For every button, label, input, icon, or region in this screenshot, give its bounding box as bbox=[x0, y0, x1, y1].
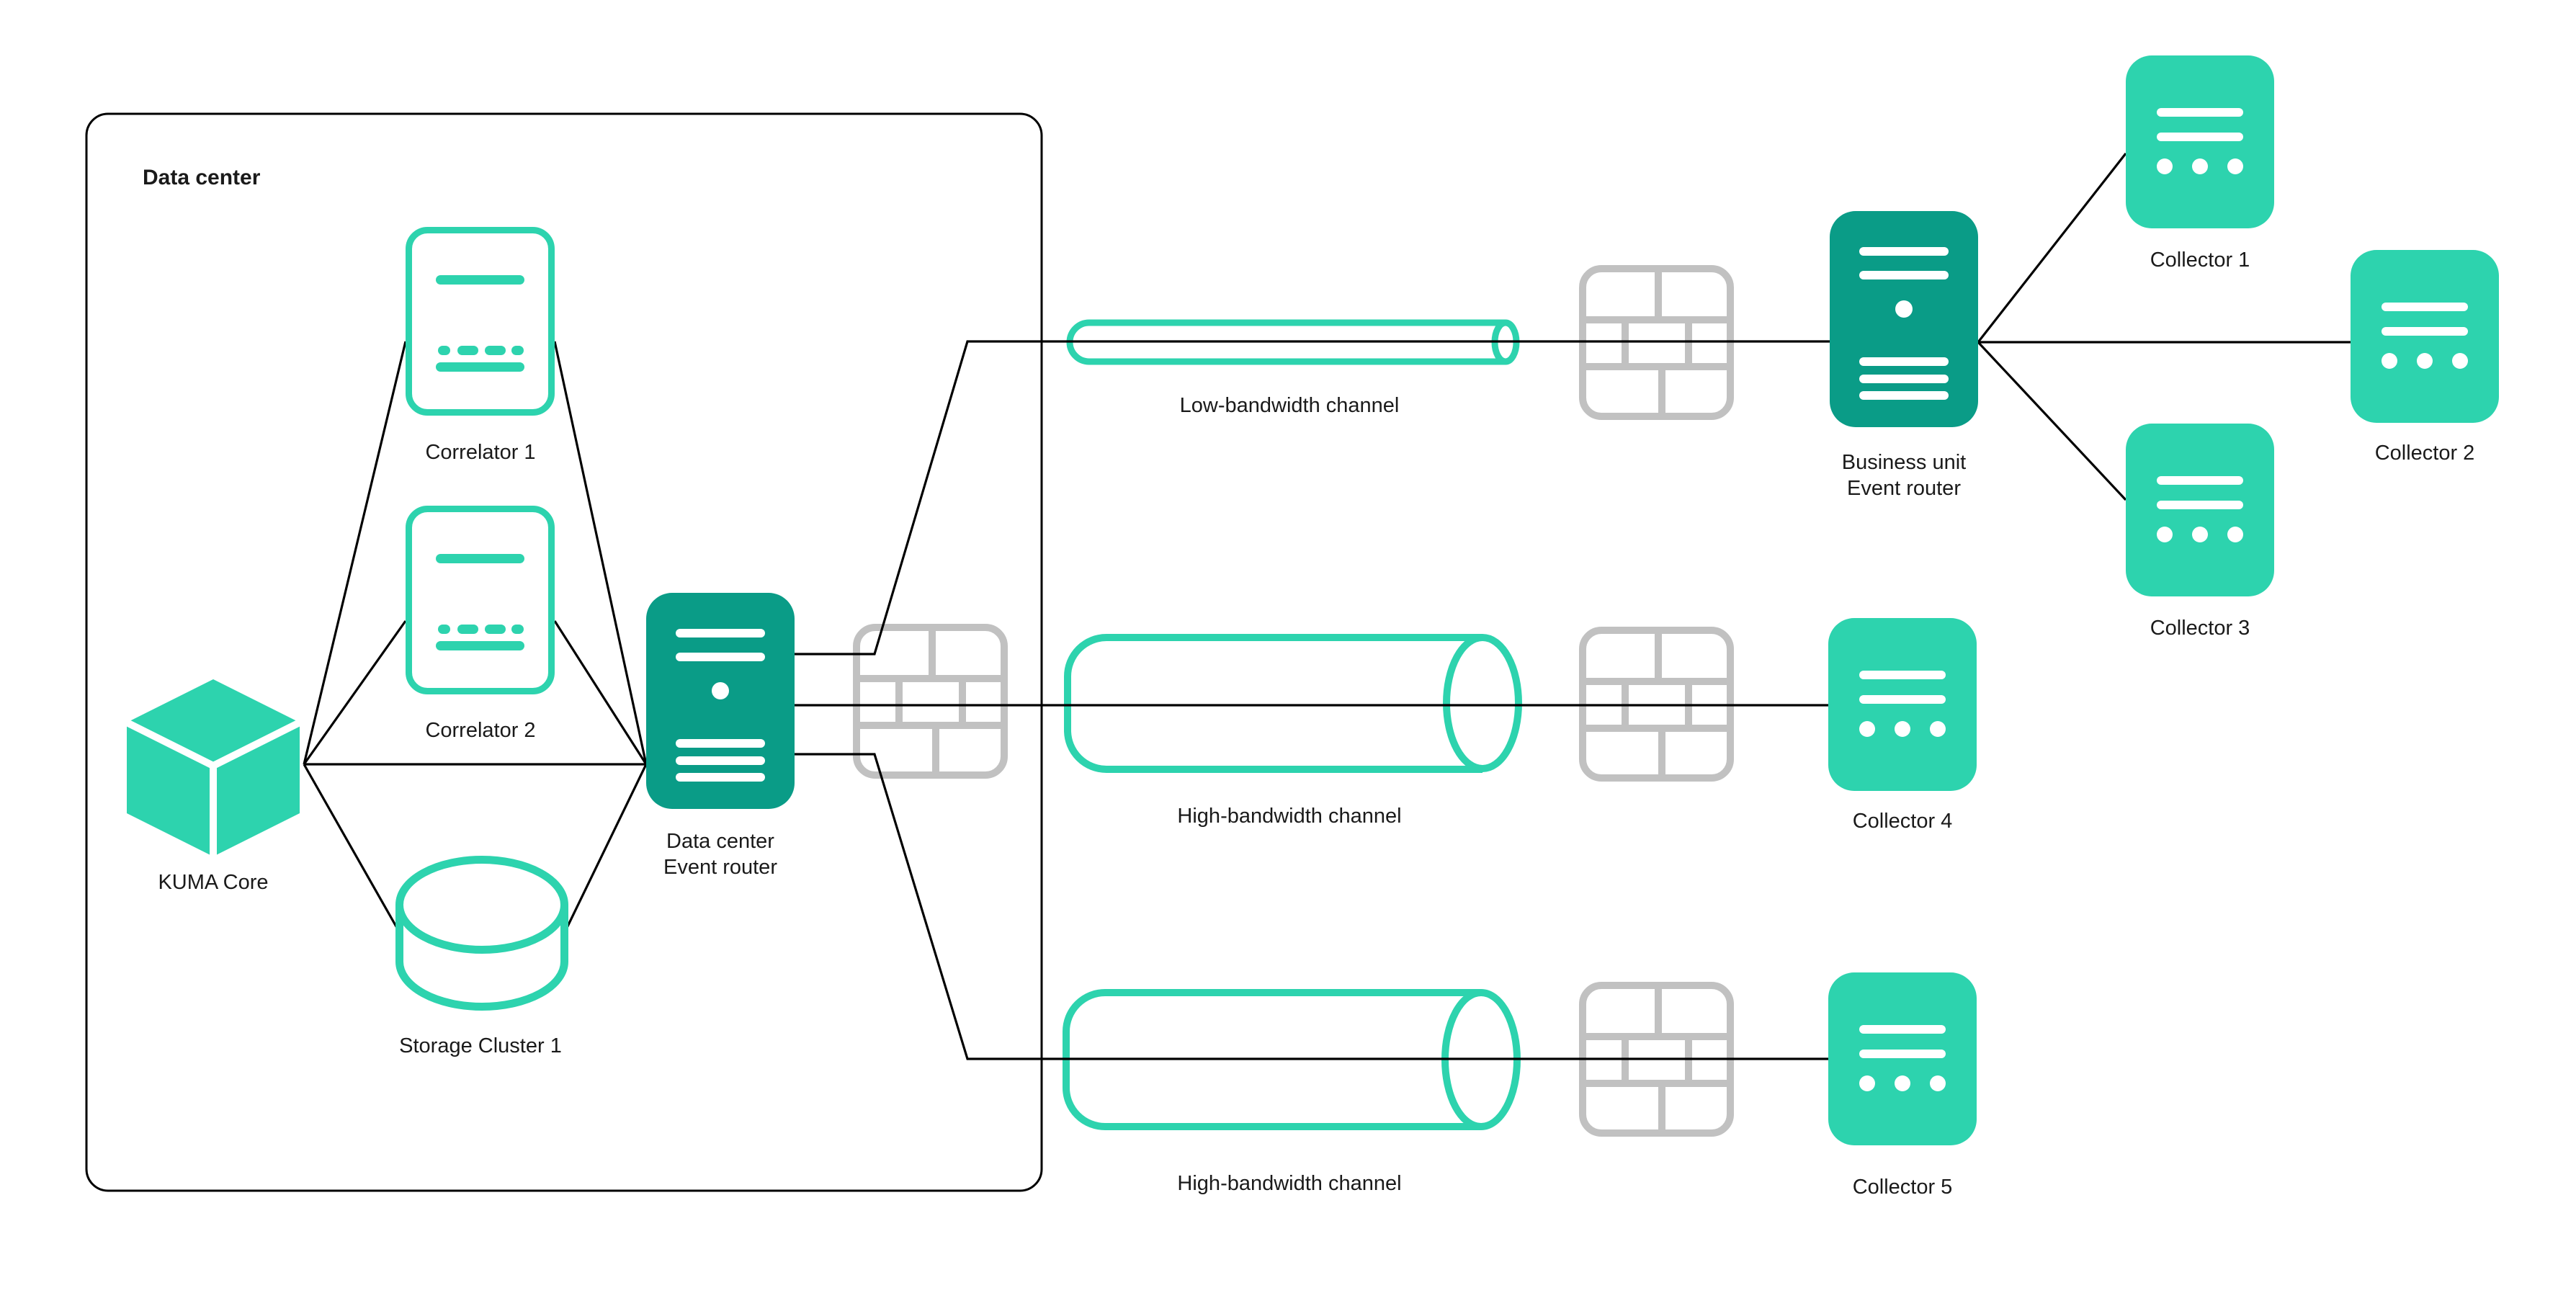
label-dc-event-router: Data center Event router bbox=[576, 828, 864, 880]
correlator2-icon bbox=[409, 509, 552, 692]
label-collector2: Collector 2 bbox=[2374, 442, 2475, 465]
collector4-icon bbox=[1828, 618, 1977, 791]
firewall-icon bbox=[857, 627, 1004, 775]
collector3-icon bbox=[2126, 424, 2274, 596]
edge-bu-router-collector3 bbox=[1977, 341, 2127, 501]
node-icons bbox=[127, 55, 2499, 1145]
label-bu-event-router-line1: Business unit bbox=[1841, 451, 1967, 474]
edge-core-storage bbox=[303, 764, 398, 929]
dc-event-router-server-icon bbox=[646, 593, 795, 809]
label-bu-event-router: Business unit Event router bbox=[1760, 449, 2048, 501]
edge-core-correlator1 bbox=[303, 341, 407, 765]
edge-dc-router-collector5 bbox=[795, 753, 1828, 1060]
data-center-box bbox=[85, 112, 1043, 1192]
edge-dc-router-correlator2 bbox=[553, 620, 648, 765]
label-storage-cluster1: Storage Cluster 1 bbox=[399, 1034, 562, 1057]
edge-dc-router-storage bbox=[565, 764, 648, 929]
label-dc-event-router-line1: Data center bbox=[666, 830, 774, 853]
bu-event-router-server-icon bbox=[1830, 211, 1978, 427]
label-collector5: Collector 5 bbox=[1852, 1176, 1953, 1199]
edge-core-correlator2 bbox=[303, 620, 407, 765]
label-high-bandwidth-channel-bottom: High-bandwidth channel bbox=[1177, 1172, 1402, 1195]
label-kuma-core: KUMA Core bbox=[158, 871, 269, 894]
data-center-region-title: Data center bbox=[143, 166, 261, 189]
edge-dc-router-low-channel-bu-router bbox=[795, 340, 1830, 656]
kuma-core-cube-icon bbox=[127, 679, 300, 856]
correlator1-icon bbox=[409, 231, 552, 413]
label-high-bandwidth-channel-mid: High-bandwidth channel bbox=[1177, 805, 1402, 828]
connector-lines bbox=[303, 153, 2351, 1060]
label-correlator2: Correlator 2 bbox=[425, 719, 536, 742]
label-correlator1: Correlator 1 bbox=[425, 441, 536, 464]
edge-bu-router-collector1 bbox=[1977, 153, 2127, 343]
label-collector3: Collector 3 bbox=[2150, 617, 2250, 640]
label-bu-event-router-line2: Event router bbox=[1847, 477, 1961, 500]
collector5-icon bbox=[1828, 972, 1977, 1145]
label-low-bandwidth-channel: Low-bandwidth channel bbox=[1179, 394, 1400, 417]
collector1-icon bbox=[2126, 55, 2274, 228]
label-collector1: Collector 1 bbox=[2150, 249, 2250, 272]
label-dc-event-router-line2: Event router bbox=[663, 856, 777, 879]
storage-cluster1-database-icon bbox=[400, 860, 565, 1007]
collector2-icon bbox=[2351, 250, 2499, 423]
edge-dc-router-correlator1 bbox=[553, 341, 648, 765]
label-collector4: Collector 4 bbox=[1852, 810, 1953, 833]
high-bandwidth-pipe-icon bbox=[1064, 634, 1522, 773]
